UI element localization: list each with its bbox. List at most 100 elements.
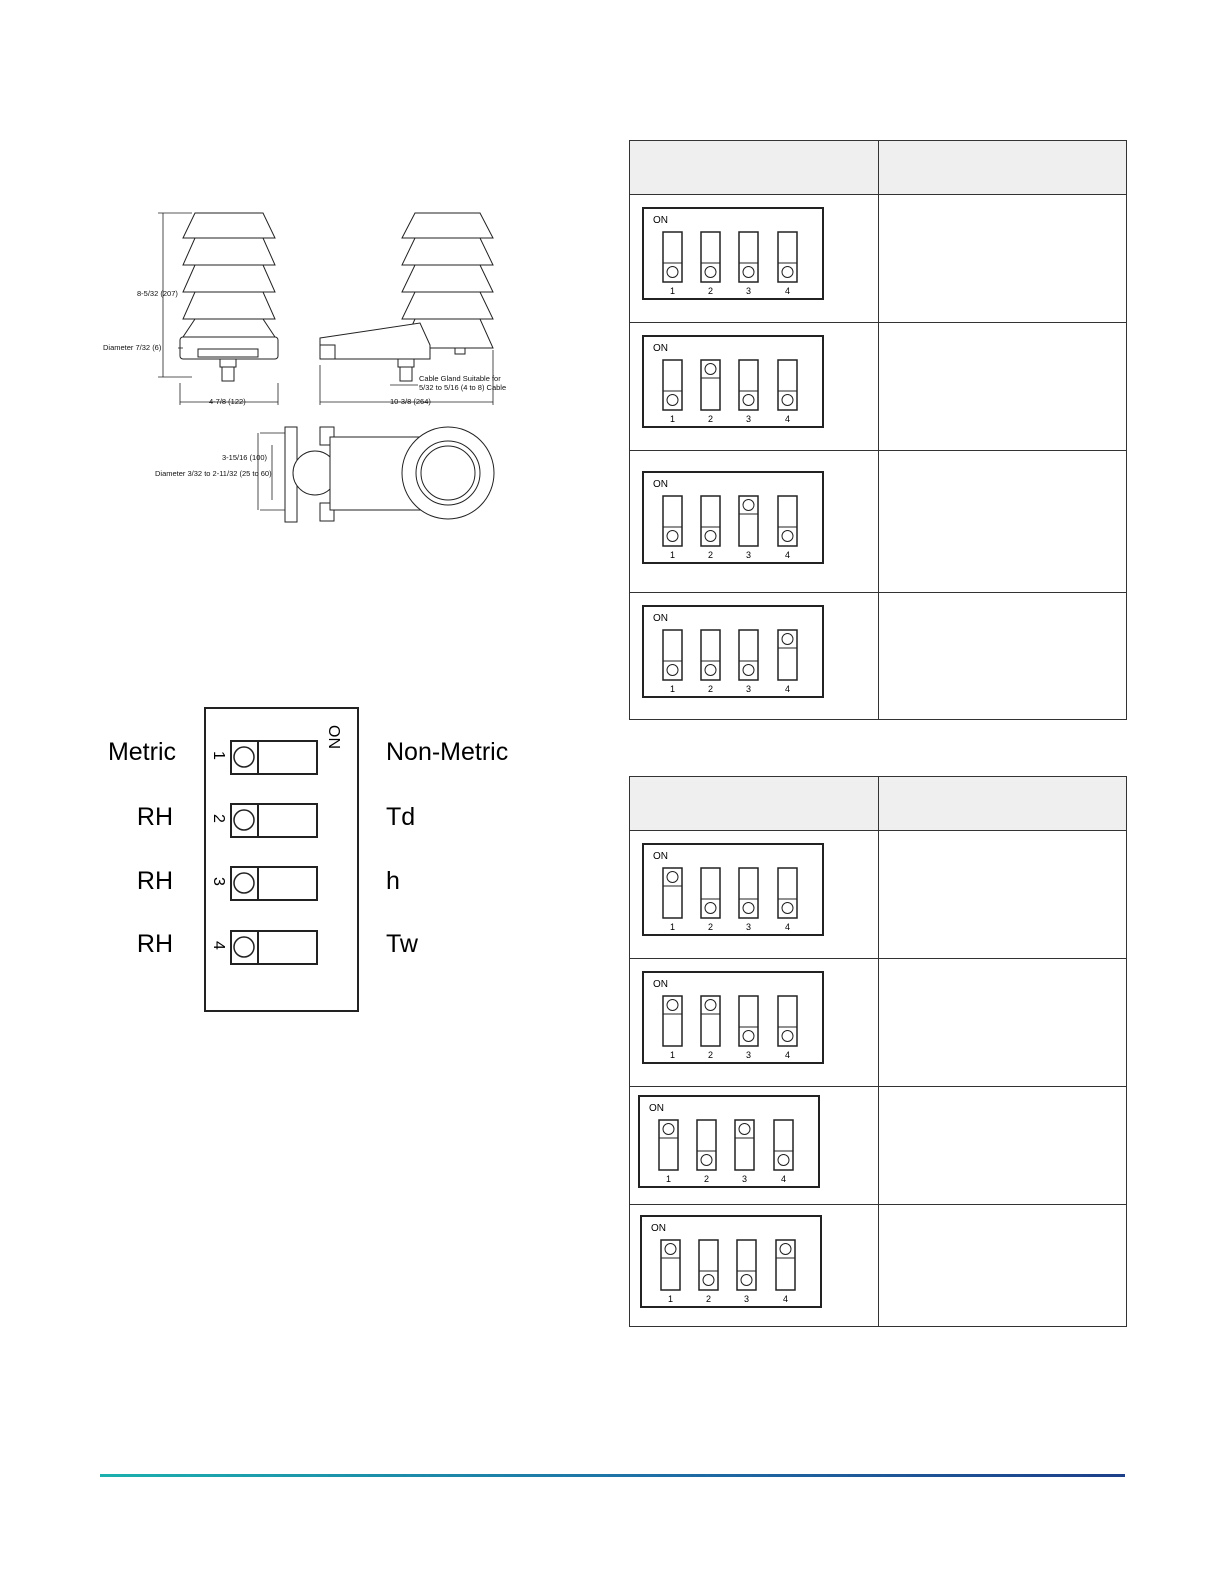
dip-switch-1: 1: [662, 629, 683, 694]
dip-switch-number: 3: [742, 1174, 747, 1184]
dip-switch-2: 2: [700, 359, 721, 424]
dip-switch-1: 1: [660, 1239, 681, 1304]
dimension-drawing: 8-5/32 (207) Diameter 7/32 (6) 4-7/8 (12…: [103, 212, 506, 523]
dip-switch-4: 4: [773, 1119, 794, 1184]
dip-switch-number: 2: [708, 286, 713, 296]
dip-switch-2: 2: [700, 231, 721, 296]
dip-switch-knob: [781, 633, 794, 645]
legend-on-label-3: h: [386, 867, 400, 895]
dip-switch-knob: [666, 266, 679, 278]
dip-on-label: ON: [651, 1223, 666, 1234]
legend-on-label-2: Td: [386, 803, 416, 831]
dip-switch-2: 2: [700, 995, 721, 1060]
dip-switch-knob: [704, 266, 717, 278]
dip-switch-number: 2: [708, 922, 713, 932]
dip-switch-number: 2: [708, 414, 713, 424]
table-header-row: [629, 776, 1127, 831]
dip-on-label: ON: [653, 851, 668, 862]
dip-switch-2: 2: [700, 495, 721, 560]
table-description-cell: [878, 958, 1127, 1087]
dip-switch-4: 4: [777, 359, 798, 424]
depth-label: 10-3/8 (264): [390, 397, 431, 406]
dip-switch-knob: [704, 664, 717, 676]
dip-switch-number: 1: [670, 550, 675, 560]
dip-switch-number: 4: [785, 684, 790, 694]
table-description-cell: [878, 592, 1127, 720]
dip-switch-knob: [704, 363, 717, 375]
dip-switch-3: 3: [738, 629, 759, 694]
dip-switch-1: 1: [662, 867, 683, 932]
table-description-cell: [878, 194, 1127, 323]
table-description-cell: [878, 450, 1127, 593]
dip-switch-number: 2: [708, 550, 713, 560]
table-header-row: [629, 140, 1127, 195]
dip-switch-number: 1: [666, 1174, 671, 1184]
legend-off-label-3: RH: [136, 867, 173, 895]
dip-switch-number: 2: [708, 684, 713, 694]
dip-switch-knob: [666, 530, 679, 542]
dip-switch-legend-diagram: ON 1 2 3 4: [204, 707, 359, 1012]
legend-switch-number-1: 1: [210, 751, 227, 760]
dip-switch-1: 1: [658, 1119, 679, 1184]
dip-switch-diagram: ON 1 2 3 4: [638, 1095, 820, 1188]
dip-switch-knob: [781, 902, 794, 914]
dip-switch-knob: [742, 394, 755, 406]
dip-switch-3: 3: [736, 1239, 757, 1304]
dip-switch-knob: [781, 266, 794, 278]
legend-switch-number-2: 2: [210, 814, 227, 823]
dip-switch-number: 3: [746, 286, 751, 296]
legend-switch-2: 2: [210, 803, 318, 838]
dip-switch-number: 2: [704, 1174, 709, 1184]
dip-on-label: ON: [649, 1103, 664, 1114]
dip-switch-knob: [742, 664, 755, 676]
dip-switch-knob: [662, 1123, 675, 1135]
dip-on-label: ON: [653, 343, 668, 354]
dip-switch-number: 1: [670, 414, 675, 424]
dip-switch-diagram: ON 1 2 3 4: [642, 605, 824, 698]
dip-switch-3: 3: [738, 495, 759, 560]
dip-switch-knob: [666, 871, 679, 883]
dip-switch-2: 2: [698, 1239, 719, 1304]
legend-off-label-2: RH: [136, 803, 173, 831]
table-header-cell: [878, 140, 1127, 195]
dip-switch-number: 4: [785, 550, 790, 560]
dip-switch-number: 4: [785, 1050, 790, 1060]
table-header-cell: [878, 776, 1127, 831]
dip-switch-knob: [702, 1274, 715, 1286]
table-row: ON 1 2 3 4: [629, 1086, 1127, 1205]
dip-switch-4: 4: [777, 629, 798, 694]
dip-switch-1: 1: [662, 495, 683, 560]
table-description-cell: [878, 1204, 1127, 1327]
dip-switch-1: 1: [662, 995, 683, 1060]
dip-on-label: ON: [653, 613, 668, 624]
dip-switch-knob: [666, 664, 679, 676]
dip-switch-knob: [738, 1123, 751, 1135]
dip-switch-knob: [664, 1243, 677, 1255]
base-width-label: 4-7/8 (122): [209, 397, 246, 406]
dip-switch-number: 4: [785, 414, 790, 424]
legend-off-label-1: Metric: [107, 738, 176, 766]
pipe-diameter-label: Diameter 3/32 to 2-11/32 (25 to 60): [155, 469, 272, 478]
legend-switch-4: 4: [210, 930, 318, 965]
table-description-cell: [878, 830, 1127, 959]
legend-on-label-4: Tw: [386, 930, 418, 958]
dip-on-label: ON: [653, 215, 668, 226]
dip-switch-number: 3: [746, 922, 751, 932]
dip-switch-knob: [781, 1030, 794, 1042]
dip-switch-number: 4: [785, 286, 790, 296]
dip-switch-number: 2: [708, 1050, 713, 1060]
dip-switch-3: 3: [738, 867, 759, 932]
dip-switch-number: 1: [670, 684, 675, 694]
mount-height-label: 3-15/16 (100): [222, 453, 268, 462]
